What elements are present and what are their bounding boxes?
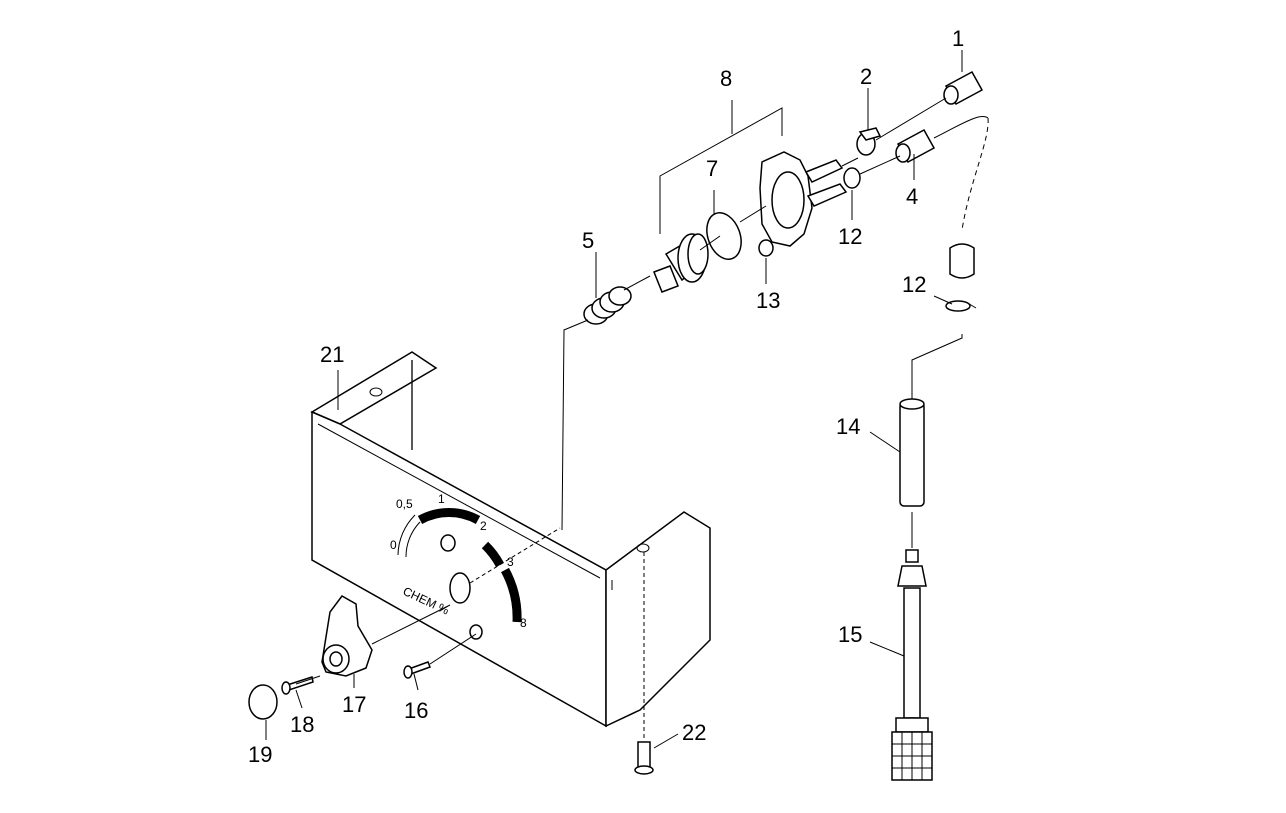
callout-16: 16 xyxy=(404,698,428,723)
hose-end xyxy=(949,243,975,279)
dial-scale xyxy=(397,508,522,623)
spring-5 xyxy=(583,286,632,325)
callout-2: 2 xyxy=(860,64,872,89)
callout-21: 21 xyxy=(320,342,344,367)
screw-22 xyxy=(634,741,654,775)
sleeve-4 xyxy=(895,128,936,164)
clamp-12 xyxy=(843,167,861,189)
knob xyxy=(321,595,373,677)
callout-12-lower: 12 xyxy=(902,272,926,297)
callout-5: 5 xyxy=(582,228,594,253)
callout-15: 15 xyxy=(838,622,862,647)
callout-14: 14 xyxy=(836,414,860,439)
valve-body xyxy=(653,233,709,293)
callout-1: 1 xyxy=(952,26,964,51)
bracket-panel xyxy=(310,351,711,728)
callout-22: 22 xyxy=(682,720,706,745)
valve-housing xyxy=(759,151,848,247)
suction-filter-15 xyxy=(891,549,933,781)
tube-14 xyxy=(899,398,925,507)
clamp-12-lower xyxy=(945,300,977,312)
callout-7: 7 xyxy=(706,156,718,181)
callout-12-upper: 12 xyxy=(838,224,862,249)
dial-label-8: 8 xyxy=(520,616,527,630)
callout-17: 17 xyxy=(342,692,366,717)
dial-label-2: 2 xyxy=(480,519,487,533)
o-ring-7 xyxy=(706,212,742,260)
clamp-2 xyxy=(856,127,882,156)
callout-18: 18 xyxy=(290,712,314,737)
leader-lines xyxy=(265,50,963,749)
callout-19: 19 xyxy=(248,742,272,767)
screw-16 xyxy=(403,661,431,679)
cap-19 xyxy=(248,684,278,720)
o-ring-13 xyxy=(758,239,774,257)
callout-8: 8 xyxy=(720,66,732,91)
callout-13: 13 xyxy=(756,288,780,313)
dial-label-3: 3 xyxy=(507,555,514,569)
sleeve-1 xyxy=(943,70,984,106)
callout-4: 4 xyxy=(906,184,918,209)
dial-label-0: 0 xyxy=(390,538,397,552)
dial-label-1: 1 xyxy=(438,492,445,506)
dial-label-05: 0,5 xyxy=(396,497,413,511)
